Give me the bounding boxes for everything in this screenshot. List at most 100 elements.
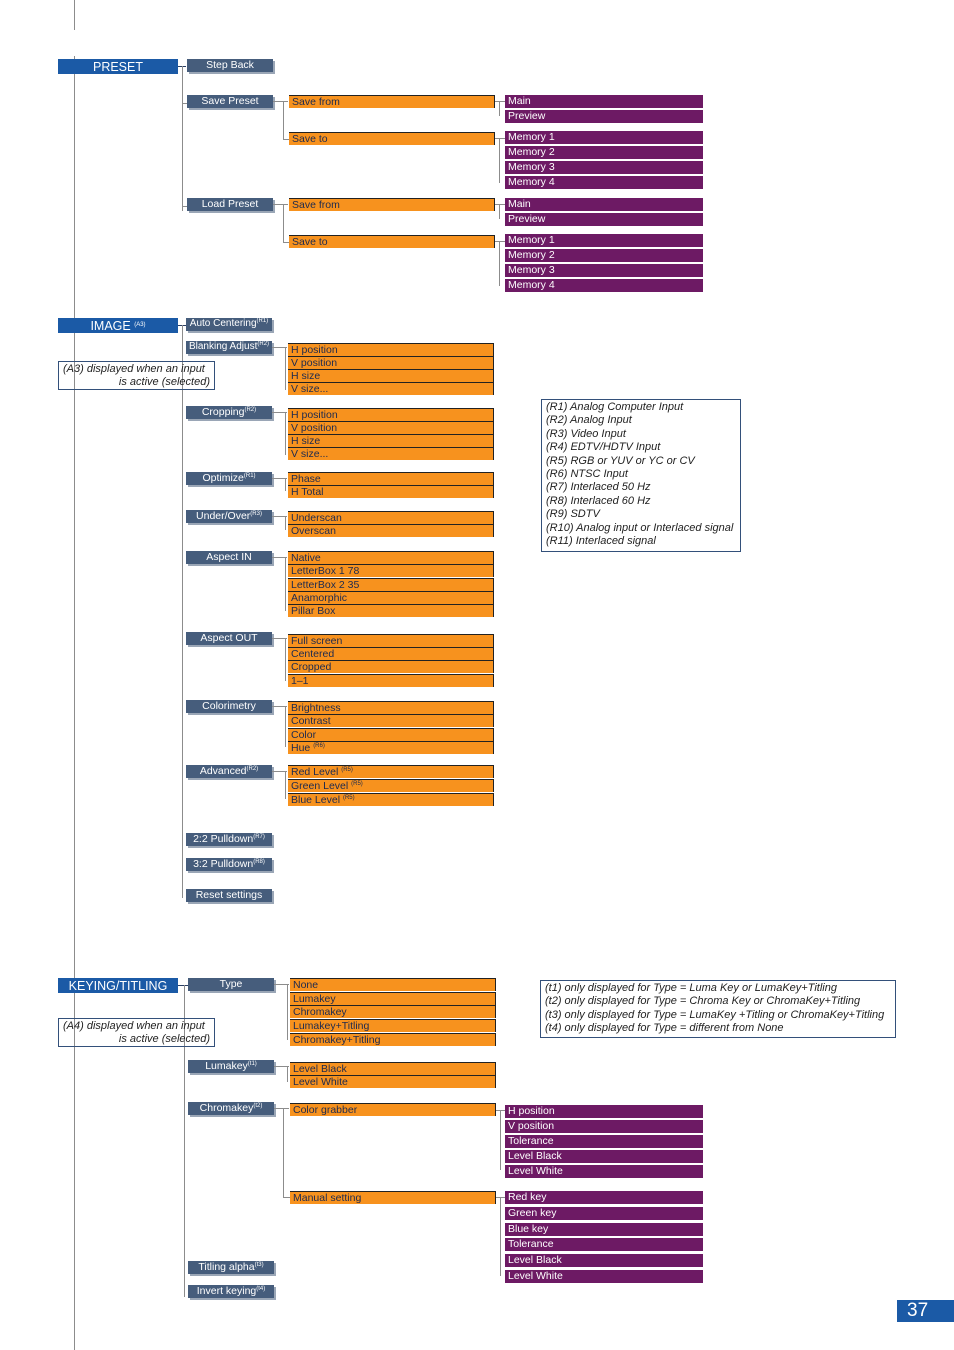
under-over-option[interactable]: Underscan — [288, 511, 494, 524]
preset-branch — [182, 66, 183, 211]
load-preset-item[interactable]: Load Preset — [187, 198, 273, 211]
image-header[interactable]: IMAGE (A3) — [58, 318, 178, 333]
manual-setting-item[interactable]: Manual setting — [290, 1191, 496, 1204]
blanking-option[interactable]: H size — [288, 369, 494, 382]
manual-option[interactable]: Tolerance — [505, 1238, 703, 1251]
manual-option[interactable]: Level White — [505, 1270, 703, 1283]
auto-centering-item[interactable]: Auto Centering(R1) — [186, 318, 272, 331]
preview-option[interactable]: Preview — [505, 110, 703, 123]
cropping-option[interactable]: H size — [288, 434, 494, 447]
connector — [287, 1066, 288, 1082]
aspect-in-option[interactable]: Native — [288, 551, 494, 564]
preset-tick — [182, 206, 187, 207]
preset-header[interactable]: PRESET — [58, 59, 178, 74]
memory-option[interactable]: Memory 1 — [505, 234, 703, 247]
manual-option[interactable]: Red key — [505, 1191, 703, 1204]
aspect-in-option[interactable]: LetterBox 1 78 — [288, 564, 494, 577]
type-option[interactable]: Chromakey+Titling — [290, 1033, 496, 1046]
colorimetry-option[interactable]: Contrast — [288, 714, 494, 727]
manual-option[interactable]: Level Black — [505, 1254, 703, 1267]
main-option[interactable]: Main — [505, 95, 703, 108]
blanking-option[interactable]: V position — [288, 356, 494, 369]
keying-header[interactable]: KEYING/TITLING — [58, 978, 178, 993]
titling-alpha-item[interactable]: Titling alpha(t3) — [188, 1261, 274, 1274]
under-over-option[interactable]: Overscan — [288, 524, 494, 537]
type-option[interactable]: Lumakey — [290, 992, 496, 1005]
cropping-option[interactable]: V size... — [288, 447, 494, 460]
grabber-option[interactable]: Level White — [505, 1165, 703, 1178]
spine — [74, 56, 75, 1350]
type-option[interactable]: Chromakey — [290, 1005, 496, 1018]
colorimetry-option[interactable]: Brightness — [288, 701, 494, 714]
colorimetry-option[interactable]: Hue (R6) — [288, 741, 494, 754]
under-over-item[interactable]: Under/Over(R3) — [186, 510, 272, 523]
chromakey-item[interactable]: Chromakey(t2) — [188, 1102, 274, 1115]
lumakey-option[interactable]: Level White — [290, 1075, 496, 1088]
memory-option[interactable]: Memory 1 — [505, 131, 703, 144]
grabber-option[interactable]: H position — [505, 1105, 703, 1118]
lumakey-option[interactable]: Level Black — [290, 1062, 496, 1075]
save-from-item[interactable]: Save from — [289, 95, 495, 108]
aspect-out-option[interactable]: Centered — [288, 647, 494, 660]
color-grabber-item[interactable]: Color grabber — [290, 1103, 496, 1116]
save-to-item[interactable]: Save to — [289, 235, 495, 248]
memory-option[interactable]: Memory 4 — [505, 279, 703, 292]
aspect-out-option[interactable]: Full screen — [288, 634, 494, 647]
connector — [272, 478, 287, 479]
pulldown-22-item[interactable]: 2:2 Pulldown(R7) — [186, 833, 272, 846]
advanced-option[interactable]: Green Level (R5) — [288, 779, 494, 792]
lumakey-item[interactable]: Lumakey(t1) — [188, 1060, 274, 1073]
grabber-option[interactable]: V position — [505, 1120, 703, 1133]
type-item[interactable]: Type — [188, 978, 274, 991]
memory-option[interactable]: Memory 2 — [505, 146, 703, 159]
aspect-in-option[interactable]: Anamorphic — [288, 591, 494, 604]
optimize-option[interactable]: Phase — [288, 472, 494, 485]
cropping-item[interactable]: Cropping(R2) — [186, 406, 272, 419]
memory-option[interactable]: Memory 4 — [505, 176, 703, 189]
main-option[interactable]: Main — [505, 198, 703, 211]
colorimetry-item[interactable]: Colorimetry — [186, 700, 272, 713]
connector — [285, 557, 286, 611]
advanced-option[interactable]: Red Level (R5) — [288, 765, 494, 778]
aspect-in-option[interactable]: Pillar Box — [288, 604, 494, 617]
invert-keying-item[interactable]: Invert keying(t4) — [188, 1285, 274, 1298]
step-back-item[interactable]: Step Back — [187, 59, 273, 72]
grabber-option[interactable]: Level Black — [505, 1150, 703, 1163]
auto-centering-label: Auto Centering — [189, 318, 257, 329]
cropping-option[interactable]: H position — [288, 408, 494, 421]
sup: (R7) — [253, 834, 265, 840]
save-from-item[interactable]: Save from — [289, 198, 495, 211]
memory-option[interactable]: Memory 2 — [505, 249, 703, 262]
cropping-option[interactable]: V position — [288, 421, 494, 434]
a3-note-line: (A3) displayed when an input — [63, 363, 205, 375]
optimize-option[interactable]: H Total — [288, 485, 494, 498]
blanking-option[interactable]: V size... — [288, 382, 494, 395]
hue-label: Hue — [291, 742, 311, 754]
blanking-adjust-item[interactable]: Blanking Adjust(R2) — [186, 341, 272, 354]
manual-option[interactable]: Blue key — [505, 1223, 703, 1236]
aspect-out-option[interactable]: Cropped — [288, 660, 494, 673]
memory-option[interactable]: Memory 3 — [505, 264, 703, 277]
connector — [272, 347, 287, 348]
type-option[interactable]: Lumakey+Titling — [290, 1019, 496, 1032]
manual-option[interactable]: Green key — [505, 1207, 703, 1220]
sup: (R5) — [351, 781, 363, 787]
reset-settings-item[interactable]: Reset settings — [186, 889, 272, 902]
advanced-option[interactable]: Blue Level (R5) — [288, 793, 494, 806]
preview-option[interactable]: Preview — [505, 213, 703, 226]
save-preset-item[interactable]: Save Preset — [187, 95, 273, 108]
aspect-in-option[interactable]: LetterBox 2 35 — [288, 578, 494, 591]
aspect-out-item[interactable]: Aspect OUT — [186, 632, 272, 645]
connector — [283, 139, 289, 140]
pulldown-32-item[interactable]: 3:2 Pulldown(R8) — [186, 858, 272, 871]
grabber-option[interactable]: Tolerance — [505, 1135, 703, 1148]
aspect-in-item[interactable]: Aspect IN — [186, 551, 272, 564]
save-to-item[interactable]: Save to — [289, 132, 495, 145]
memory-option[interactable]: Memory 3 — [505, 161, 703, 174]
blanking-option[interactable]: H position — [288, 343, 494, 356]
type-option[interactable]: None — [290, 978, 496, 991]
optimize-item[interactable]: Optimize(R1) — [186, 472, 272, 485]
colorimetry-option[interactable]: Color — [288, 728, 494, 741]
aspect-out-option[interactable]: 1–1 — [288, 674, 494, 687]
advanced-item[interactable]: Advanced(R2) — [186, 765, 272, 778]
